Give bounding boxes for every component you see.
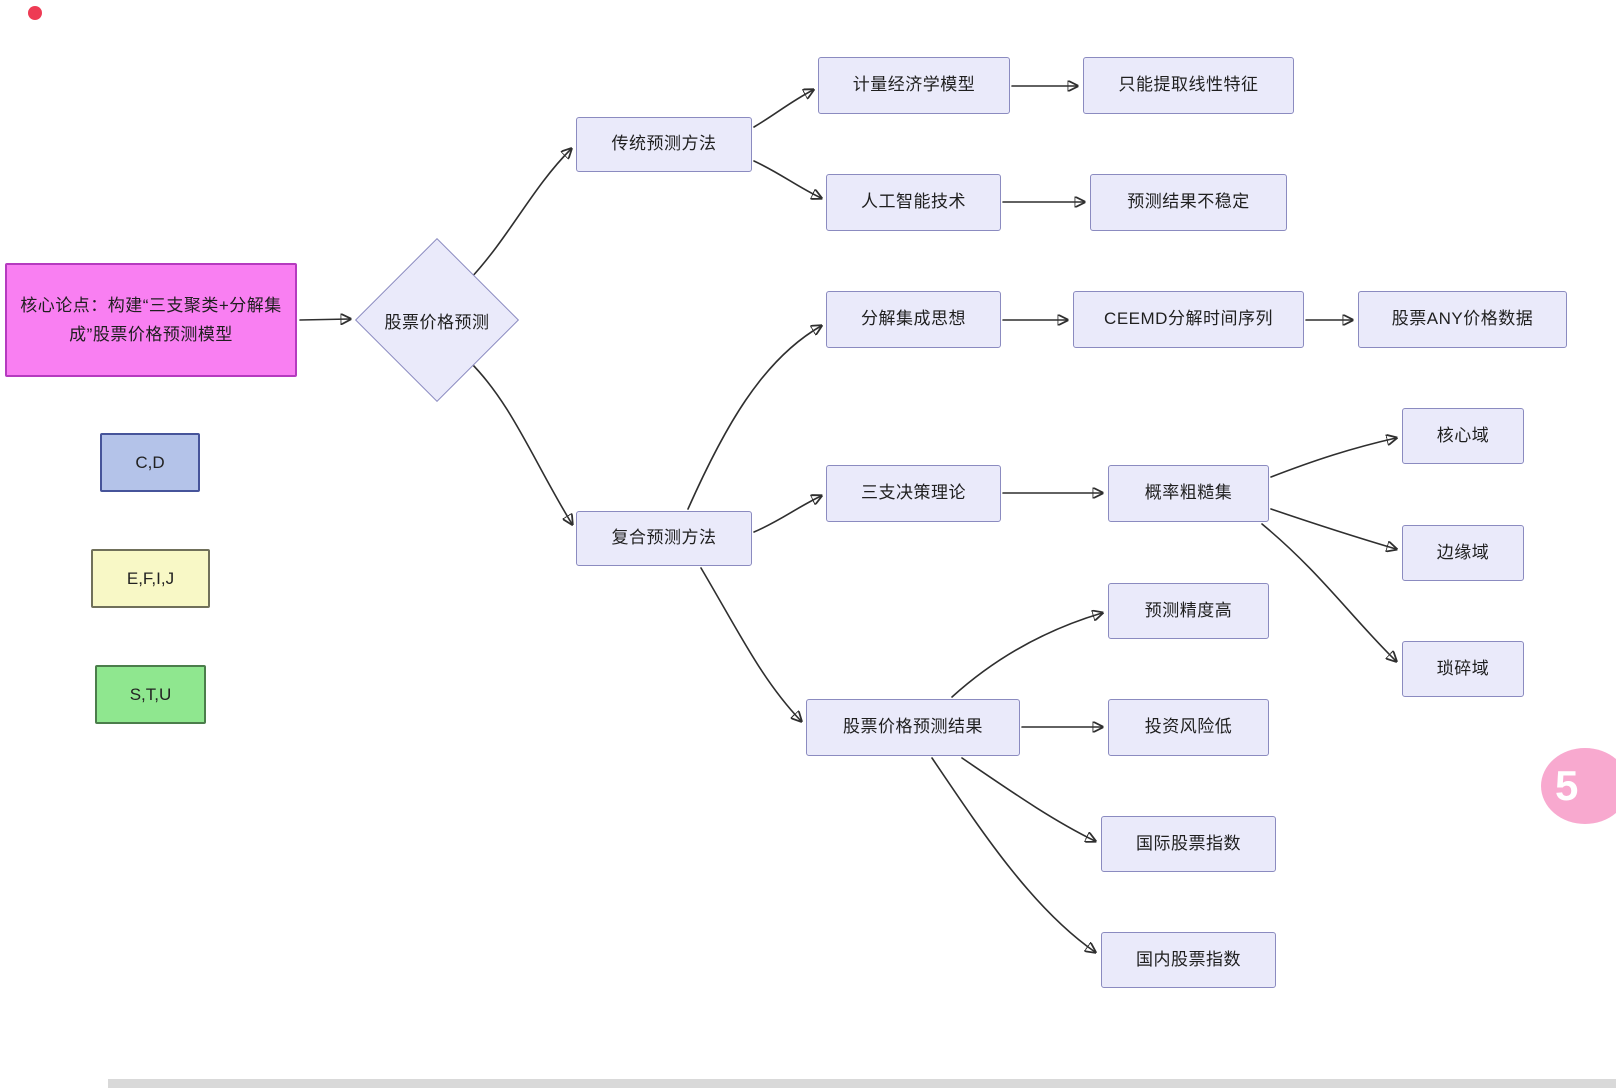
edge-composite-decomposition: [687, 326, 821, 510]
node-prediction-result[interactable]: 股票价格预测结果: [806, 699, 1020, 756]
node-low-risk[interactable]: 投资风险低: [1108, 699, 1269, 756]
floating-badge[interactable]: 5: [1541, 748, 1616, 824]
node-core-thesis[interactable]: 核心论点：构建“三支聚类+分解集成”股票价格预测模型: [5, 263, 297, 377]
edge-probrough-boundary: [1270, 508, 1396, 549]
legend-efij[interactable]: E,F,I,J: [91, 549, 210, 608]
node-ceemd[interactable]: CEEMD分解时间序列: [1073, 291, 1304, 348]
node-core-domain[interactable]: 核心域: [1402, 408, 1524, 464]
legend-cd[interactable]: C,D: [100, 433, 200, 492]
edge-composite-threeway: [753, 496, 821, 533]
node-linear-only[interactable]: 只能提取线性特征: [1083, 57, 1294, 114]
node-any-price-data[interactable]: 股票ANY价格数据: [1358, 291, 1567, 348]
edge-thesis-root: [299, 319, 350, 320]
node-root[interactable]: 股票价格预测: [354, 237, 520, 403]
edge-result-accuracy: [951, 613, 1102, 698]
node-econometric-model[interactable]: 计量经济学模型: [818, 57, 1010, 114]
edge-result-domestic: [931, 757, 1095, 952]
edge-traditional-econometric: [753, 90, 813, 128]
node-boundary-domain[interactable]: 边缘域: [1402, 525, 1524, 581]
node-decomposition-idea[interactable]: 分解集成思想: [826, 291, 1001, 348]
edge-probrough-core: [1270, 438, 1396, 478]
recording-dot: [28, 6, 42, 20]
node-high-accuracy[interactable]: 预测精度高: [1108, 583, 1269, 639]
node-prob-rough-set[interactable]: 概率粗糙集: [1108, 465, 1269, 522]
node-unstable-result[interactable]: 预测结果不稳定: [1090, 174, 1287, 231]
edge-composite-result: [700, 567, 801, 721]
edge-result-intl: [961, 757, 1095, 841]
node-traditional-method[interactable]: 传统预测方法: [576, 117, 752, 172]
node-composite-method[interactable]: 复合预测方法: [576, 511, 752, 566]
node-intl-index[interactable]: 国际股票指数: [1101, 816, 1276, 872]
edge-probrough-trivial: [1261, 523, 1396, 661]
node-ai-tech[interactable]: 人工智能技术: [826, 174, 1001, 231]
node-three-way-decision[interactable]: 三支决策理论: [826, 465, 1001, 522]
node-root-label: 股票价格预测: [384, 312, 490, 332]
legend-stu[interactable]: S,T,U: [95, 665, 206, 724]
bottom-edge-bar: [108, 1079, 1616, 1088]
node-domestic-index[interactable]: 国内股票指数: [1101, 932, 1276, 988]
node-trivial-domain[interactable]: 琐碎域: [1402, 641, 1524, 697]
edge-traditional-aitech: [753, 160, 821, 198]
